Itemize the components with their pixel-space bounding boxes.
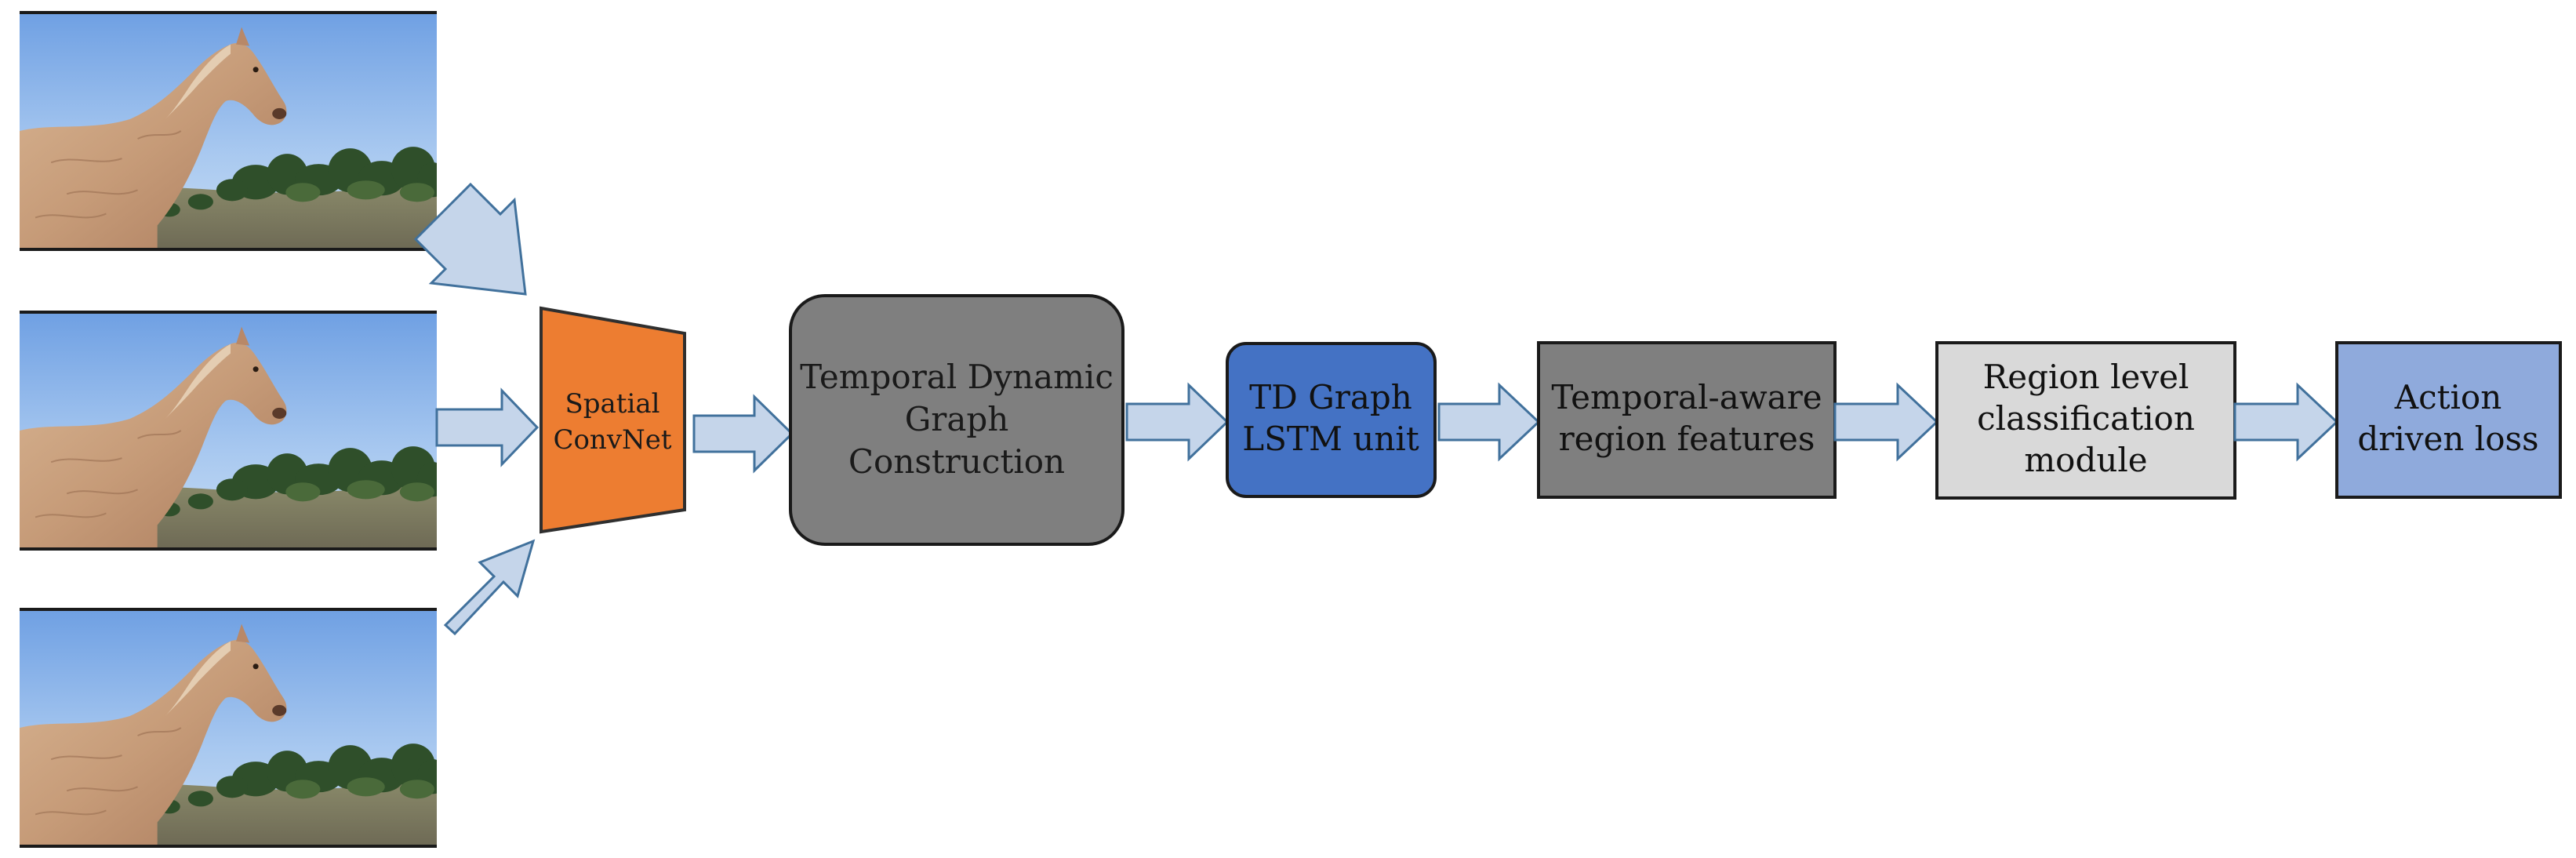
td-graph-lstm-label-line1: TD Graph bbox=[1249, 378, 1412, 416]
input-frame-1 bbox=[20, 11, 437, 251]
action-loss-label-line1: Action bbox=[2394, 378, 2502, 416]
tdgc-label-line3: Construction bbox=[848, 442, 1065, 481]
tdgc-block: Temporal Dynamic Graph Construction bbox=[789, 294, 1125, 546]
arrow-frame1-to-convnet bbox=[413, 182, 527, 296]
arrow-classification-to-loss bbox=[2233, 382, 2339, 462]
action-loss-label-line2: driven loss bbox=[2357, 420, 2538, 458]
arrow-tdgc-to-lstm bbox=[1125, 382, 1230, 462]
arrow-convnet-to-tdgc bbox=[692, 394, 794, 474]
region-classification-block: Region level classification module bbox=[1935, 341, 2236, 500]
arrow-features-to-classification bbox=[1833, 382, 1939, 462]
action-driven-loss-block: Action driven loss bbox=[2335, 341, 2562, 499]
td-graph-lstm-block: TD Graph LSTM unit bbox=[1226, 342, 1437, 498]
temporal-aware-features-block: Temporal-aware region features bbox=[1537, 341, 1837, 499]
temporal-aware-label-line1: Temporal-aware bbox=[1551, 378, 1822, 416]
spatial-convnet-block: Spatial ConvNet bbox=[540, 306, 686, 534]
arrow-frame2-to-convnet bbox=[435, 387, 540, 467]
spatial-convnet-label-line2: ConvNet bbox=[553, 424, 671, 456]
temporal-aware-label-line2: region features bbox=[1559, 420, 1815, 458]
region-classification-label-line2: classification bbox=[1977, 399, 2195, 438]
region-classification-label-line1: Region level bbox=[1983, 358, 2189, 396]
input-frame-2 bbox=[20, 311, 437, 551]
td-graph-lstm-label-line2: LSTM unit bbox=[1242, 420, 1419, 458]
arrow-lstm-to-features bbox=[1437, 382, 1541, 462]
tdgc-label-line1: Temporal Dynamic bbox=[800, 358, 1114, 396]
input-frame-3 bbox=[20, 608, 437, 848]
region-classification-label-line3: module bbox=[2024, 441, 2147, 479]
tdgc-label-line2: Graph bbox=[905, 400, 1009, 438]
arrow-frame3-to-convnet bbox=[443, 539, 536, 636]
spatial-convnet-label-line1: Spatial bbox=[565, 388, 659, 420]
